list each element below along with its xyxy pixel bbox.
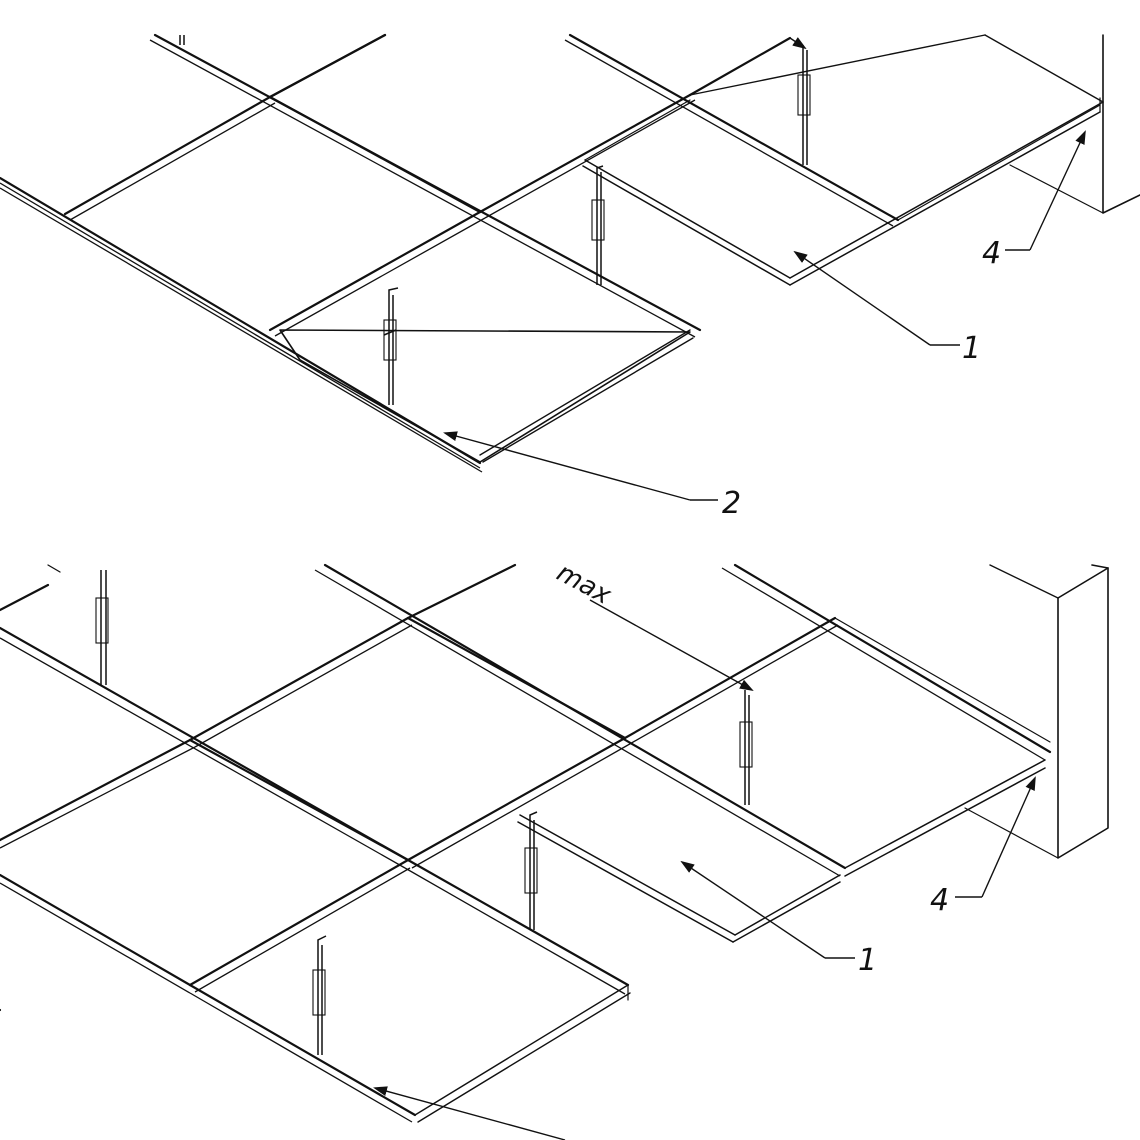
hangers-bottom xyxy=(95,570,753,1055)
callout-1-bottom: 1 xyxy=(680,860,877,978)
callout-label: 1 xyxy=(962,331,981,366)
hanger xyxy=(797,45,811,165)
hanger xyxy=(95,570,109,685)
callout-2-top: 2 xyxy=(443,431,741,521)
grid-main-runners-top xyxy=(0,33,900,473)
hanger xyxy=(312,935,327,1055)
grid-cross-tees-bottom xyxy=(0,563,839,993)
callout-2-bottom-partial xyxy=(373,1086,566,1140)
hangers-top xyxy=(179,35,811,405)
callout-4-top: 4 xyxy=(982,130,1086,271)
hanger xyxy=(383,287,399,405)
arrow-top-right xyxy=(789,37,807,50)
top-view: 1 2 4 xyxy=(0,33,1140,521)
ceiling-panels-top xyxy=(279,34,1104,463)
wall-top xyxy=(984,34,1140,214)
callout-label: 4 xyxy=(930,883,949,918)
hanger xyxy=(524,811,538,930)
callout-label: 2 xyxy=(722,486,741,521)
wall-bottom xyxy=(964,564,1109,859)
hanger xyxy=(739,690,753,805)
callout-label: 4 xyxy=(982,236,1001,271)
hanger xyxy=(179,35,185,45)
bottom-view: max xyxy=(0,558,1109,1140)
callout-4-bottom: 4 xyxy=(930,776,1036,918)
dimension-tick xyxy=(47,564,61,573)
grid-cross-tees-top xyxy=(63,33,792,337)
ceiling-panels-bottom xyxy=(414,617,1051,1123)
callout-1-top: 1 xyxy=(793,250,981,366)
callout-label: 1 xyxy=(858,943,877,978)
hanger xyxy=(591,165,605,285)
grid-main-runners-bottom xyxy=(0,563,1052,1123)
dimension-arrow xyxy=(589,599,754,691)
dimension-text-partial: max xyxy=(552,558,617,611)
